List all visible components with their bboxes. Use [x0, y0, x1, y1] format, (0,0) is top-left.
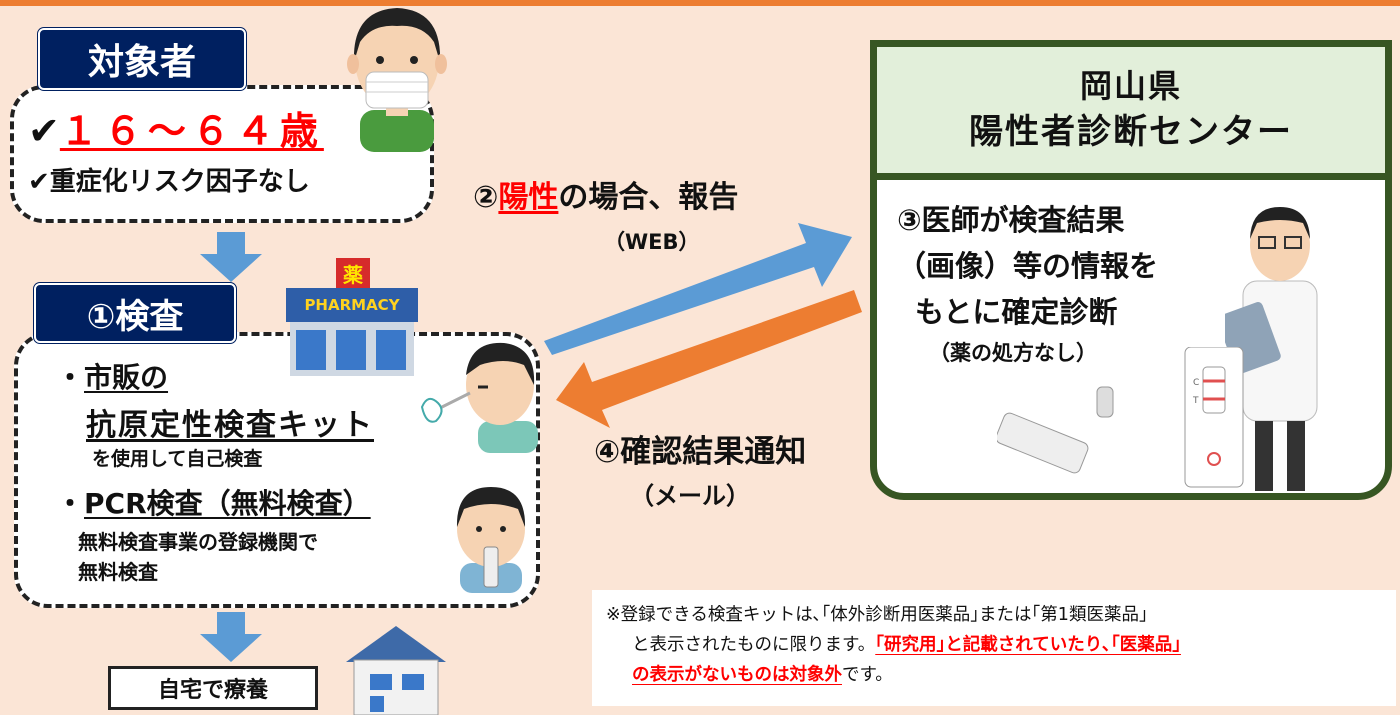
target-tag-label: 対象者 — [87, 42, 196, 83]
pharmacy-icon: 薬 PHARMACY — [286, 258, 418, 378]
note-line3: の表示がないものは対象外です。 — [632, 665, 893, 685]
note-box: ※登録できる検査キットは､｢体外診断用医薬品｣または｢第1類医薬品｣ と表示され… — [592, 590, 1396, 706]
report-arrow — [544, 223, 852, 355]
kit-t-mark: T — [1192, 396, 1199, 406]
note-line2: と表示されたものに限ります。｢研究用｣と記載されていたり､｢医薬品｣ — [632, 635, 1181, 655]
center-panel: 岡山県 陽性者診断センター ③医師が検査結果 （画像）等の情報を もとに確定診断… — [870, 40, 1392, 500]
report-label: ②陽性の場合、報告 — [473, 180, 739, 215]
masked-person-icon — [347, 8, 447, 152]
test-box: ・市販の 抗原定性検査キット を使用して自己検査 ・PCR検査（無料検査） 無料… — [14, 332, 540, 608]
test-tag-label: ①検査 — [86, 296, 184, 337]
home-label: 自宅で療養 — [157, 678, 268, 703]
nasal-swab-person-icon — [420, 342, 538, 453]
report-sub: （WEB） — [604, 230, 700, 254]
home-label-box: 自宅で療養 — [108, 666, 318, 710]
target-tag: 対象者 — [38, 28, 246, 90]
note-line1: ※登録できる検査キットは､｢体外診断用医薬品｣または｢第1類医薬品｣ — [606, 605, 1148, 625]
center-title-line2: 陽性者診断センター — [969, 112, 1293, 152]
item2-sub1: 無料検査事業の登録機関で — [78, 530, 318, 554]
test-tag: ①検査 — [34, 283, 236, 343]
target-box: ✔１６～６４歳 ✔重症化リスク因子なし — [10, 85, 434, 223]
center-desc-line1: ③医師が検査結果 — [897, 203, 1125, 237]
item1-line1: ・市販の — [56, 361, 169, 394]
item2-sub2: 無料検査 — [78, 560, 158, 584]
down-arrow-icon — [200, 232, 262, 282]
notify-sub: （メール） — [630, 482, 750, 510]
kit-c-mark: C — [1193, 378, 1199, 388]
top-accent-bar — [0, 0, 1400, 6]
center-desc-line3: もとに確定診断 — [915, 295, 1118, 329]
pharmacy-wall — [290, 322, 414, 376]
pharmacy-sign: 薬 — [336, 258, 370, 288]
pharmacy-roof: PHARMACY — [286, 288, 418, 322]
bullet-1: ・ — [56, 361, 85, 394]
notify-label: ④確認結果通知 — [594, 434, 807, 470]
center-desc-sub: （薬の処方なし） — [929, 341, 1097, 365]
risk-line: ✔重症化リスク因子なし — [28, 167, 310, 197]
bullet-2: ・ — [56, 487, 85, 520]
check-mark: ✔ — [28, 109, 60, 153]
notify-arrow — [556, 290, 862, 428]
test-kit-icon: C T — [997, 347, 1244, 488]
age-range: １６～６４歳 — [59, 109, 324, 153]
item1-line2: 抗原定性検査キット — [86, 408, 374, 443]
saliva-test-person-icon — [456, 487, 526, 593]
house-icon — [346, 626, 446, 715]
center-desc-line2: （画像）等の情報を — [897, 249, 1159, 283]
positive-word: 陽性 — [498, 180, 559, 215]
down-arrow-icon — [200, 612, 262, 662]
center-title-line1: 岡山県 — [1079, 67, 1182, 105]
item1-sub: を使用して自己検査 — [92, 448, 263, 470]
age-line: ✔１６～６４歳 — [28, 109, 324, 153]
center-header: 岡山県 陽性者診断センター — [877, 47, 1385, 180]
item2-line: ・PCR検査（無料検査） — [56, 487, 371, 520]
